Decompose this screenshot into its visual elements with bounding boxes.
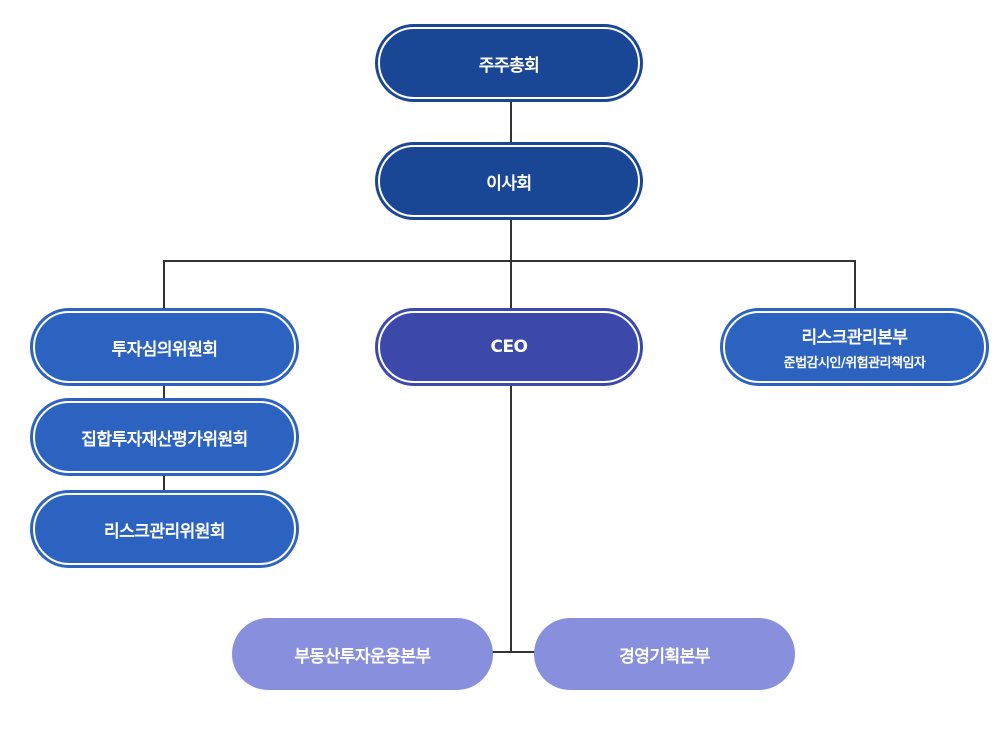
node-label: 경영기획본부 [619, 646, 710, 667]
node-risk-committee[interactable]: 리스크관리위원회 [30, 490, 299, 568]
node-risk-division[interactable]: 리스크관리본부 준법감시인/위험관리책임자 [720, 308, 989, 386]
connector-horizontal-branch [163, 260, 856, 262]
node-real-estate-division[interactable]: 부동산투자운용본부 [232, 618, 493, 690]
connector-to-risk-division [854, 260, 856, 310]
node-shareholders[interactable]: 주주총회 [375, 24, 643, 102]
node-sublabel: 준법감시인/위험관리책임자 [783, 356, 926, 371]
node-label: 리스크관리위원회 [103, 521, 226, 542]
connector-shareholders-board [510, 100, 512, 144]
node-label: 리스크관리본부 [801, 328, 908, 348]
connector-investment-valuation [163, 384, 165, 400]
node-investment-committee[interactable]: 투자심의위원회 [30, 308, 299, 386]
connector-valuation-risk-committee [163, 474, 165, 492]
node-board[interactable]: 이사회 [375, 142, 643, 220]
node-valuation-committee[interactable]: 집합투자재산평가위원회 [30, 398, 299, 476]
connector-to-investment-committee [163, 260, 165, 310]
connector-board-down [510, 218, 512, 310]
node-planning-division[interactable]: 경영기획본부 [534, 618, 795, 690]
node-label: 집합투자재산평가위원회 [81, 429, 248, 450]
node-label: CEO [490, 337, 528, 357]
node-label: 주주총회 [478, 55, 540, 76]
connector-bottom-branch [490, 651, 536, 653]
node-ceo[interactable]: CEO [375, 308, 643, 386]
connector-ceo-down [510, 384, 512, 652]
node-label: 이사회 [486, 173, 532, 194]
node-label: 투자심의위원회 [111, 339, 218, 360]
node-label: 부동산투자운용본부 [294, 646, 431, 667]
